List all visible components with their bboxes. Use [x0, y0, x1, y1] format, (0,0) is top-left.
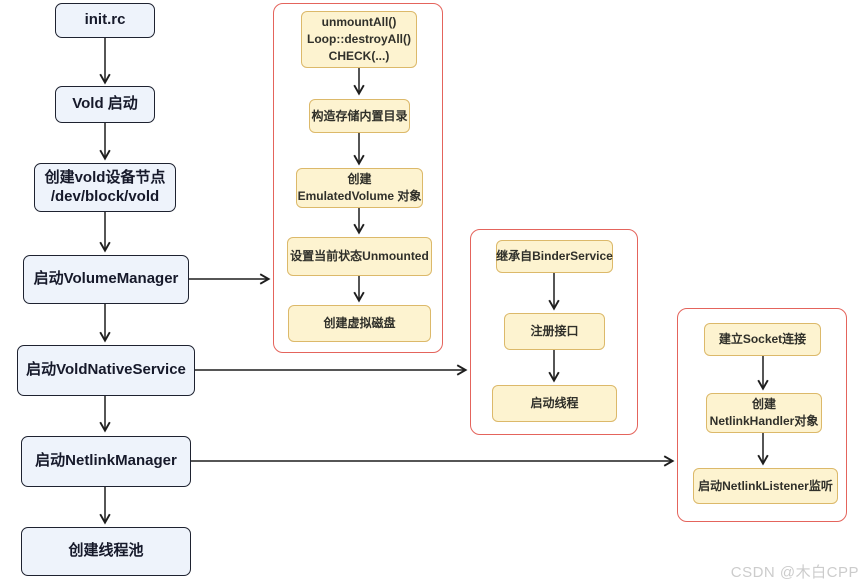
node-set-state-unmounted: 设置当前状态Unmounted [287, 237, 432, 276]
node-build-storage-dirs: 构造存储内置目录 [309, 99, 410, 133]
node-inherit-binder-service: 继承自BinderService [496, 240, 613, 273]
node-init-rc: init.rc [55, 3, 155, 38]
node-create-emulated-volume: 创建 EmulatedVolume 对象 [296, 168, 423, 208]
node-create-vold-device-node: 创建vold设备节点 /dev/block/vold [34, 163, 176, 212]
node-create-netlink-handler: 创建 NetlinkHandler对象 [706, 393, 822, 433]
csdn-watermark: CSDN @木白CPP [730, 564, 859, 581]
node-register-interface: 注册接口 [504, 313, 605, 350]
node-start-thread: 启动线程 [492, 385, 617, 422]
node-start-netlink-listener: 启动NetlinkListener监听 [693, 468, 838, 504]
node-vold-start: Vold 启动 [55, 86, 155, 123]
node-create-virtual-disk: 创建虚拟磁盘 [288, 305, 431, 342]
node-start-volume-manager: 启动VolumeManager [23, 255, 189, 304]
node-start-netlink-manager: 启动NetlinkManager [21, 436, 191, 487]
node-create-thread-pool: 创建线程池 [21, 527, 191, 576]
node-establish-socket: 建立Socket连接 [704, 323, 821, 356]
node-start-vold-native-service: 启动VoldNativeService [17, 345, 195, 396]
node-unmountall: unmountAll() Loop::destroyAll() CHECK(..… [301, 11, 417, 68]
